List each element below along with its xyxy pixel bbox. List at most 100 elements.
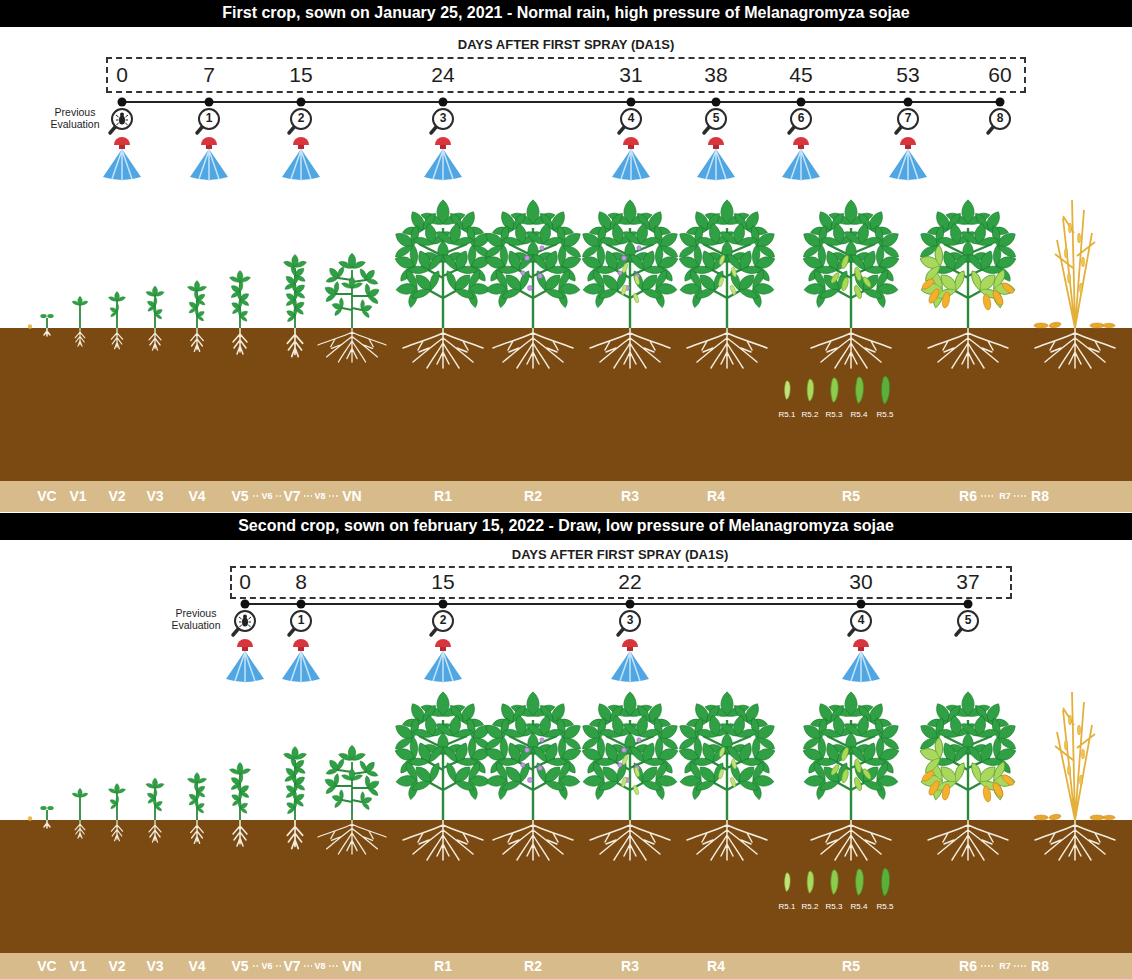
- stage-label: V6: [261, 961, 272, 971]
- evaluation-number: 2: [298, 112, 305, 126]
- day-number: 15: [431, 570, 454, 594]
- evaluation-number: 5: [965, 614, 972, 628]
- pod-stage-label: R5.1: [779, 902, 796, 911]
- day-number: 0: [239, 570, 251, 594]
- stage-label: V2: [108, 958, 125, 974]
- day-scale-box: 0815223037: [230, 566, 1012, 599]
- evaluation-marker: 5: [957, 610, 979, 632]
- soil-band: [0, 820, 1132, 953]
- evaluation-number: 3: [627, 614, 634, 628]
- stage-band: VCV1V2V3V4V5V6V7V8VNR1R2R3R4R5R6R7R8: [0, 953, 1132, 979]
- title-banner: Second crop, sown on february 15, 2022 -…: [0, 513, 1132, 540]
- pod-stage-label: R5.1: [779, 410, 796, 419]
- stage-label: R2: [524, 958, 542, 974]
- axis-title: DAYS AFTER FIRST SPRAY (DA1S): [512, 548, 728, 563]
- banner-title: First crop, sown on January 25, 2021 - N…: [222, 4, 909, 22]
- stage-label: R6: [959, 958, 977, 974]
- stage-label: VN: [342, 958, 361, 974]
- banner-title: Second crop, sown on february 15, 2022 -…: [238, 517, 894, 535]
- plant-sequence: [28, 200, 1115, 404]
- day-number: 37: [956, 570, 979, 594]
- evaluation-number: 8: [997, 112, 1004, 126]
- stage-label: V8: [314, 491, 325, 501]
- pod-stage-label: R5.2: [802, 902, 819, 911]
- evaluation-marker: 3: [619, 610, 641, 632]
- stage-label: V7: [283, 958, 300, 974]
- stage-dots: [253, 496, 1027, 497]
- stage-label: R6: [959, 488, 977, 504]
- stage-label: V7: [283, 488, 300, 504]
- pod-stage-label: R5.2: [802, 410, 819, 419]
- stage-label: R8: [1031, 958, 1049, 974]
- evaluation-number: 6: [798, 112, 805, 126]
- stage-label: V8: [314, 961, 325, 971]
- spray-nozzles: [103, 137, 927, 181]
- day-number: 7: [203, 63, 215, 87]
- evaluation-marker: 3: [432, 108, 454, 130]
- pod-stage-label: R5.4: [851, 902, 868, 911]
- day-number: 60: [988, 63, 1011, 87]
- evaluation-number: 4: [858, 614, 865, 628]
- stage-label: V5: [231, 958, 248, 974]
- stage-label: V4: [188, 958, 205, 974]
- title-banner: First crop, sown on January 25, 2021 - N…: [0, 0, 1132, 27]
- stage-band-ground: [0, 953, 1132, 979]
- stage-label: R7: [999, 961, 1011, 971]
- stage-label: V4: [188, 488, 205, 504]
- pod-stage-label: R5.5: [877, 902, 894, 911]
- day-number: 31: [619, 63, 642, 87]
- pod-stage-label: R5.3: [826, 410, 843, 419]
- evaluation-marker: 8: [989, 108, 1011, 130]
- timeline: [118, 98, 1005, 107]
- stage-label: R3: [621, 488, 639, 504]
- day-number: 22: [618, 570, 641, 594]
- pod-stage-label: R5.5: [877, 410, 894, 419]
- day-number: 30: [849, 570, 872, 594]
- axis-title: DAYS AFTER FIRST SPRAY (DA1S): [458, 38, 674, 53]
- evaluation-marker: 1: [290, 610, 312, 632]
- stage-label: R4: [707, 958, 725, 974]
- stage-label: R7: [999, 491, 1011, 501]
- timeline: [241, 600, 973, 609]
- stage-dots: [253, 966, 1027, 967]
- stage-label: V3: [146, 958, 163, 974]
- stage-label: VC: [37, 488, 56, 504]
- pod-stage-label: R5.3: [826, 902, 843, 911]
- stage-label: R1: [434, 488, 452, 504]
- stage-label: V1: [69, 958, 86, 974]
- evaluation-number: 1: [298, 614, 305, 628]
- plant-sequence: [28, 692, 1115, 896]
- stage-label: R2: [524, 488, 542, 504]
- evaluation-marker: 2: [432, 610, 454, 632]
- evaluation-number: 1: [206, 112, 213, 126]
- evaluation-number: 4: [628, 112, 635, 126]
- stage-label: V1: [69, 488, 86, 504]
- evaluation-marker: 2: [290, 108, 312, 130]
- stage-label: R1: [434, 958, 452, 974]
- evaluation-note: Previous Evaluation: [166, 608, 226, 631]
- stage-label: R4: [707, 488, 725, 504]
- stage-label: VC: [37, 958, 56, 974]
- stage-label: V2: [108, 488, 125, 504]
- day-number: 0: [116, 63, 128, 87]
- day-number: 38: [704, 63, 727, 87]
- day-number: 24: [431, 63, 454, 87]
- stage-label: V3: [146, 488, 163, 504]
- evaluation-number: 5: [713, 112, 720, 126]
- stage-band-ground: [0, 481, 1132, 512]
- evaluation-marker: 1: [198, 108, 220, 130]
- stage-band: VCV1V2V3V4V5V6V7V8VNR1R2R3R4R5R6R7R8: [0, 481, 1132, 512]
- stage-label: R5: [842, 488, 860, 504]
- evaluation-marker: 4: [620, 108, 642, 130]
- magnifier-handles: [110, 109, 994, 133]
- evaluation-marker: 5: [705, 108, 727, 130]
- day-number: 15: [289, 63, 312, 87]
- stage-label: V5: [231, 488, 248, 504]
- stage-label: R5: [842, 958, 860, 974]
- spray-nozzles: [226, 639, 880, 683]
- evaluation-note: Previous Evaluation: [45, 107, 105, 130]
- magnifier-handles: [233, 611, 962, 635]
- evaluation-number: 7: [905, 112, 912, 126]
- stage-label: V6: [261, 491, 272, 501]
